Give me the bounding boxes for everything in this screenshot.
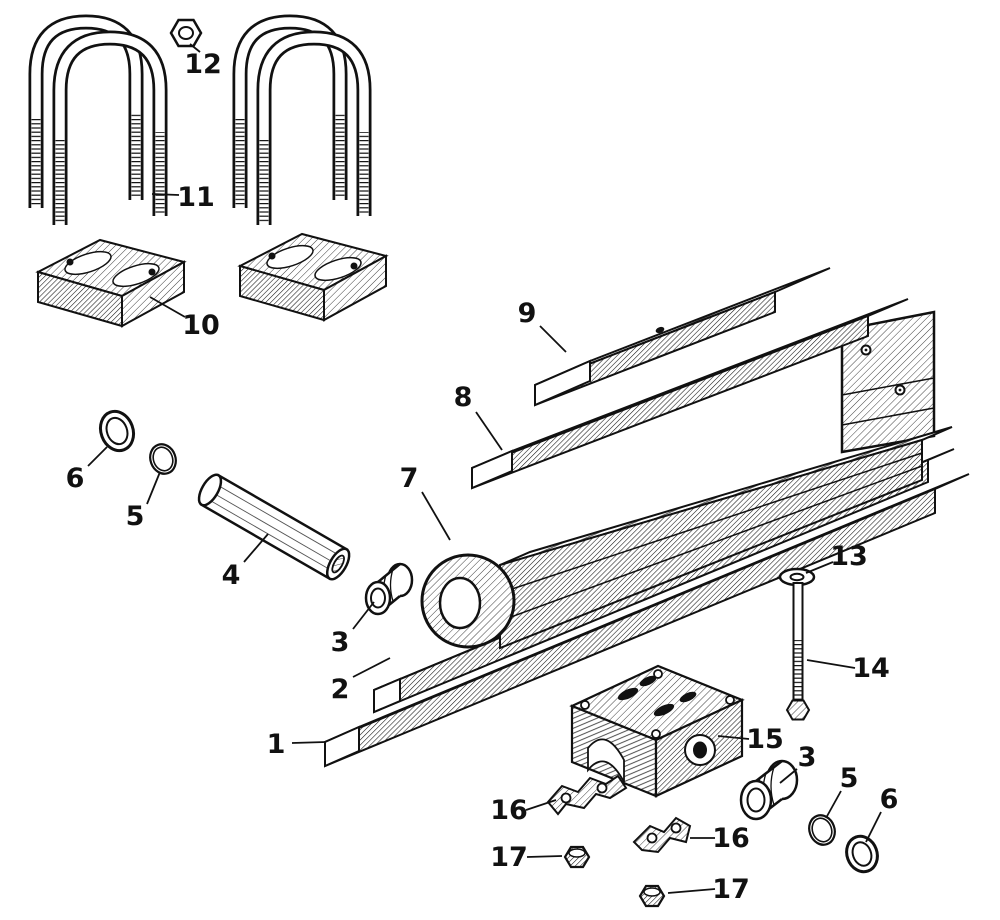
ring-5-right xyxy=(808,814,836,846)
callout-nut-lower: 17 xyxy=(712,874,750,905)
nut-lower xyxy=(638,884,666,908)
leader-lines xyxy=(87,43,882,894)
center-bolt xyxy=(785,582,811,721)
callout-bushing-right: 3 xyxy=(798,742,817,773)
callout-ring-6-right: 6 xyxy=(880,784,899,815)
leaf-9 xyxy=(534,267,831,407)
callout-bushing-left: 3 xyxy=(331,627,350,658)
u-bolt-group-right xyxy=(232,14,372,225)
bushing-right xyxy=(739,759,799,821)
callout-clamp-plate: 10 xyxy=(182,310,220,341)
ring-5-left xyxy=(149,443,177,475)
leaf-pack-with-eye xyxy=(420,426,953,650)
callout-nut-upper: 17 xyxy=(490,842,528,873)
callout-pin: 4 xyxy=(222,560,241,591)
clip-upper xyxy=(546,774,628,816)
callout-leaf-2: 2 xyxy=(331,674,350,705)
callout-ring-5-left: 5 xyxy=(126,501,145,532)
mounting-bracket xyxy=(569,664,745,798)
callout-bracket: 15 xyxy=(746,724,784,755)
nut-upper xyxy=(563,845,591,869)
callout-ring-5-right: 5 xyxy=(840,763,859,794)
callout-leaf-1: 1 xyxy=(267,729,286,760)
callout-clip-lower: 16 xyxy=(712,823,750,854)
thread-texture xyxy=(31,118,41,206)
callout-washer: 13 xyxy=(830,541,868,572)
callout-nut-top: 12 xyxy=(184,49,222,80)
clip-lower xyxy=(632,816,692,854)
callout-leaf-8: 8 xyxy=(454,382,473,413)
bushing-left xyxy=(364,562,414,616)
ring-6-right xyxy=(845,834,879,874)
ring-6-left xyxy=(98,409,136,453)
callout-labels: 12 11 10 9 8 7 6 5 4 3 2 1 13 14 15 16 3… xyxy=(66,49,899,905)
u-bolt-group-left xyxy=(28,14,168,225)
leaf-1 xyxy=(324,473,970,768)
clamp-plate-right xyxy=(237,232,389,322)
callout-u-bolts: 11 xyxy=(177,182,215,213)
callout-ring-6-left: 6 xyxy=(66,463,85,494)
callout-clip-upper: 16 xyxy=(490,795,528,826)
clamp-plate-left xyxy=(35,238,187,328)
nut-top xyxy=(169,18,203,48)
leaf-8 xyxy=(471,298,909,490)
callout-leaf-7: 7 xyxy=(400,463,419,494)
callout-center-bolt: 14 xyxy=(852,653,890,684)
pin-shackle xyxy=(197,473,351,581)
callout-leaf-9: 9 xyxy=(518,298,537,329)
